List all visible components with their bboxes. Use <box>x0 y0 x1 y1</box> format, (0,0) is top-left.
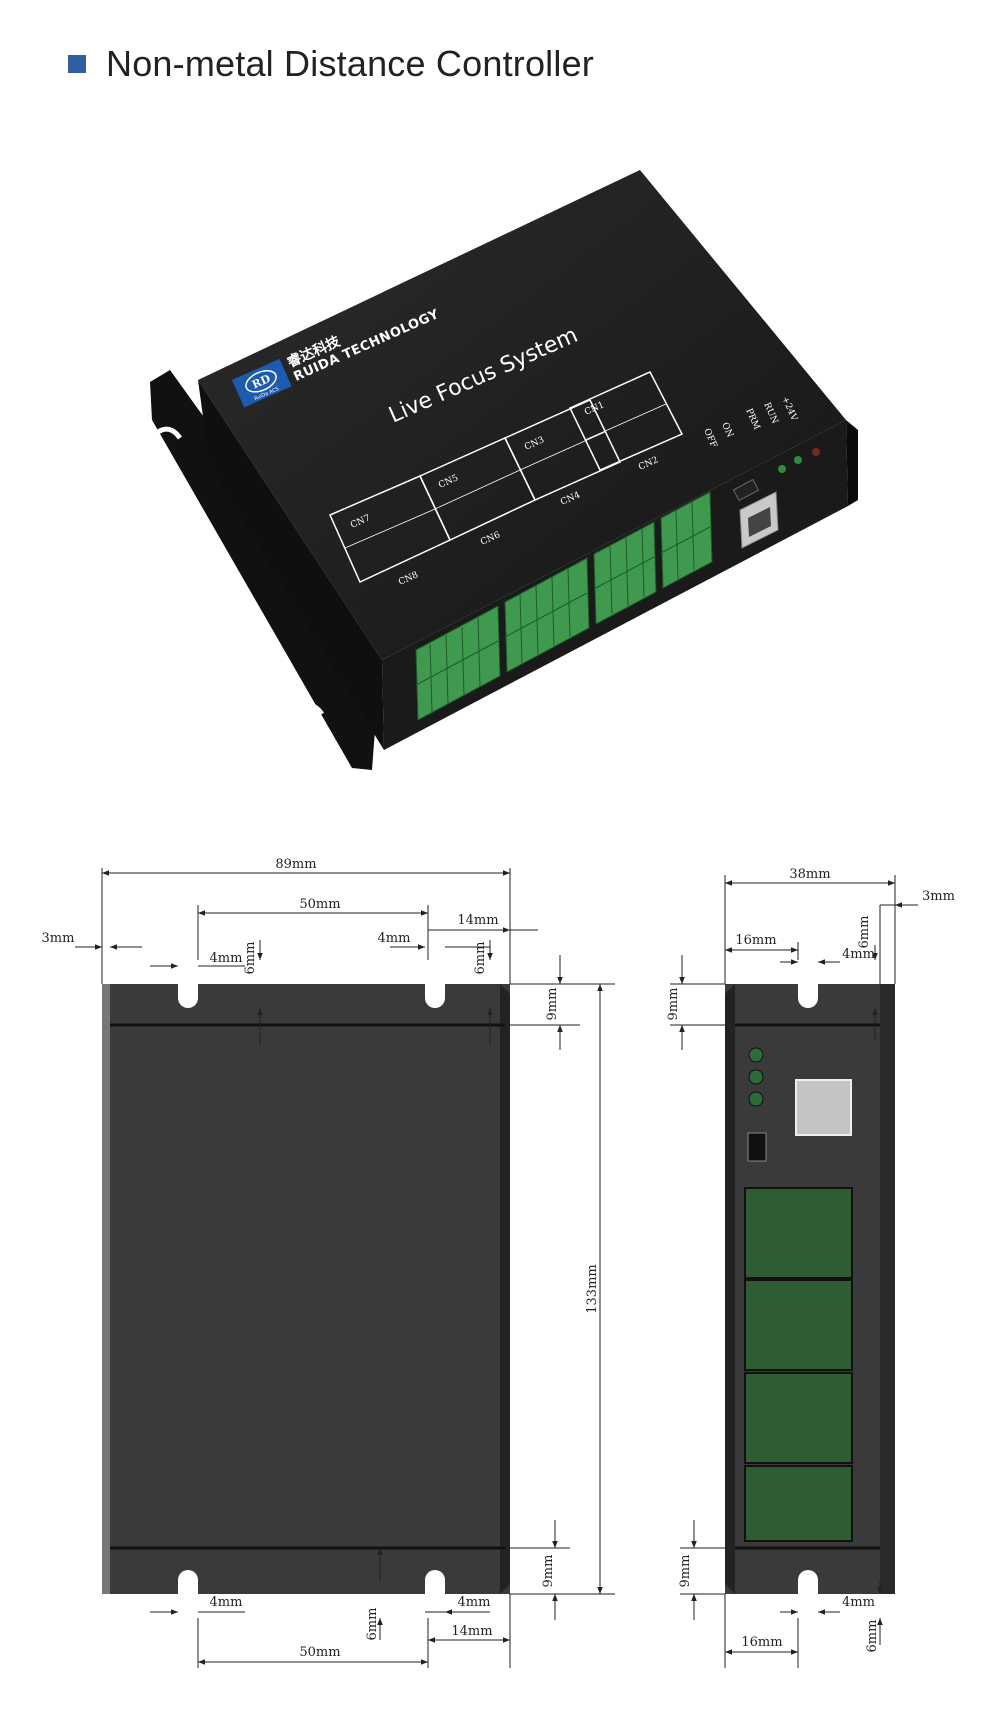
dim-side-margin-right: 3mm <box>922 889 955 904</box>
led-prm-icon <box>778 465 786 473</box>
slot-bottom-left <box>178 1570 198 1618</box>
logo-badge <box>232 358 292 408</box>
dim-front-slot-width-bottom-right: 4mm <box>458 1595 491 1610</box>
side-terminal-3 <box>744 1372 853 1464</box>
side-slot-bottom <box>798 1570 818 1618</box>
enclosure-top <box>198 170 846 660</box>
dim-front-edge-bottom: 14mm <box>451 1624 492 1639</box>
dim-front-width: 89mm <box>275 857 316 872</box>
front-plate <box>102 984 510 1594</box>
led-24v-icon <box>812 448 820 456</box>
page-title: Non-metal Distance Controller <box>106 43 594 84</box>
front-dimension-lines <box>75 868 615 1668</box>
side-drawing <box>725 960 895 1618</box>
slot-top-right <box>425 960 445 1008</box>
led-run-icon <box>794 456 802 464</box>
dim-front-hole-spacing-bottom: 50mm <box>299 1645 340 1660</box>
terminal-blocks <box>415 491 713 721</box>
dim-front-slot-depth-bottom: 6mm <box>365 1608 380 1641</box>
flange-slot <box>156 426 183 440</box>
dim-front-slot-width-bottom-left: 4mm <box>210 1595 243 1610</box>
dim-front-height: 133mm <box>585 1264 600 1313</box>
dim-side-flange-bottom: 9mm <box>678 1555 693 1588</box>
dim-front-slot-depth-right: 6mm <box>473 942 488 975</box>
dim-front-slot-width-left: 4mm <box>210 951 243 966</box>
front-drawing <box>102 960 510 1618</box>
side-terminal-2 <box>744 1279 853 1371</box>
dim-front-flange-bottom: 9mm <box>541 1555 556 1588</box>
dim-side-slot-depth-bottom: 6mm <box>865 1620 880 1653</box>
slot-bottom-right <box>425 1570 445 1618</box>
dim-side-width: 38mm <box>789 867 830 882</box>
side-switch-icon <box>747 1132 767 1162</box>
dim-front-flange-top: 9mm <box>545 988 560 1021</box>
dim-front-edge-right: 14mm <box>457 913 498 928</box>
front-dimension-labels: 89mm 50mm 14mm 3mm 4mm 6mm 4mm 6mm 9mm 1… <box>42 857 600 1660</box>
dim-front-margin-left: 3mm <box>42 931 75 946</box>
side-terminal-1 <box>744 1187 853 1279</box>
side-led-2-icon <box>748 1069 764 1085</box>
side-dimension-labels: 38mm 3mm 6mm 16mm 4mm 9mm 9mm 16mm 4mm 6… <box>666 867 955 1652</box>
page-header: Non-metal Distance Controller <box>68 43 594 84</box>
dim-side-flange-top: 9mm <box>666 988 681 1021</box>
dim-side-slot-depth-top: 6mm <box>857 916 872 949</box>
dim-front-slot-width-right: 4mm <box>378 931 411 946</box>
slot-top-left <box>178 960 198 1008</box>
side-dimension-lines <box>670 875 918 1668</box>
product-photo: RD RuiDa ACS 睿达科技 RUIDA TECHNOLOGY Live … <box>150 170 858 770</box>
dim-front-slot-depth-left: 6mm <box>243 942 258 975</box>
side-terminal-4 <box>744 1465 853 1542</box>
dim-side-slot-offset-top: 16mm <box>735 933 776 948</box>
dim-front-hole-spacing-top: 50mm <box>299 897 340 912</box>
bullet-icon <box>68 55 86 73</box>
side-led-3-icon <box>748 1091 764 1107</box>
power-switch <box>732 478 760 502</box>
mounting-flange <box>150 370 380 770</box>
side-slot-top <box>798 960 818 1008</box>
dim-side-slot-width-top: 4mm <box>842 947 875 962</box>
dim-side-slot-offset-bottom: 16mm <box>741 1635 782 1650</box>
side-usb-port-icon <box>795 1079 852 1136</box>
enclosure-left <box>198 380 384 750</box>
side-led-1-icon <box>748 1047 764 1063</box>
flange-slot <box>298 702 325 716</box>
dim-side-slot-width-bottom: 4mm <box>842 1595 875 1610</box>
